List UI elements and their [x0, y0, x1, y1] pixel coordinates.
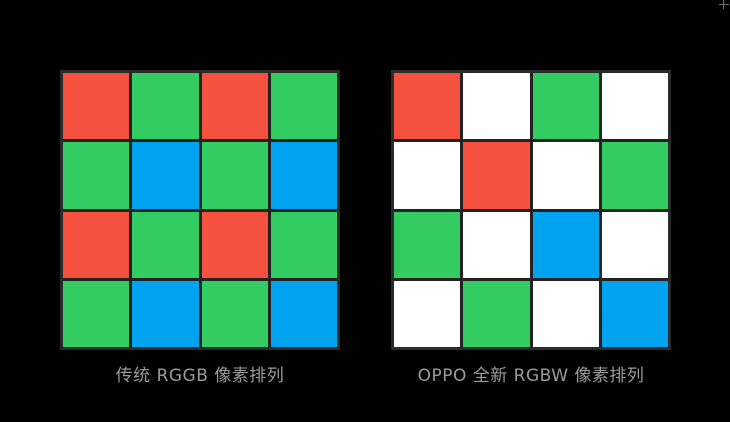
green-pixel: [132, 211, 199, 278]
red-pixel: [201, 211, 268, 278]
white-pixel: [532, 280, 599, 347]
rggb-caption: 传统 RGGB 像素排列: [115, 366, 285, 386]
blue-pixel: [532, 211, 599, 278]
green-pixel: [270, 211, 337, 278]
green-pixel: [463, 280, 530, 347]
rgbw-pixel-grid: [391, 70, 671, 350]
white-pixel: [394, 142, 461, 209]
blue-pixel: [132, 142, 199, 209]
green-pixel: [132, 73, 199, 140]
green-pixel: [63, 280, 130, 347]
green-pixel: [601, 142, 668, 209]
white-pixel: [463, 73, 530, 140]
green-pixel: [63, 142, 130, 209]
red-pixel: [63, 73, 130, 140]
green-pixel: [201, 280, 268, 347]
green-pixel: [201, 142, 268, 209]
white-pixel: [463, 211, 530, 278]
white-pixel: [601, 73, 668, 140]
blue-pixel: [270, 142, 337, 209]
red-pixel: [394, 73, 461, 140]
green-pixel: [394, 211, 461, 278]
red-pixel: [201, 73, 268, 140]
blue-pixel: [132, 280, 199, 347]
blue-pixel: [270, 280, 337, 347]
red-pixel: [63, 211, 130, 278]
white-pixel: [394, 280, 461, 347]
white-pixel: [532, 142, 599, 209]
rgbw-caption: OPPO 全新 RGBW 像素排列: [417, 366, 645, 386]
green-pixel: [532, 73, 599, 140]
crosshair-icon: [718, 0, 730, 12]
blue-pixel: [601, 280, 668, 347]
green-pixel: [270, 73, 337, 140]
rggb-pixel-grid: [60, 70, 340, 350]
white-pixel: [601, 211, 668, 278]
red-pixel: [463, 142, 530, 209]
